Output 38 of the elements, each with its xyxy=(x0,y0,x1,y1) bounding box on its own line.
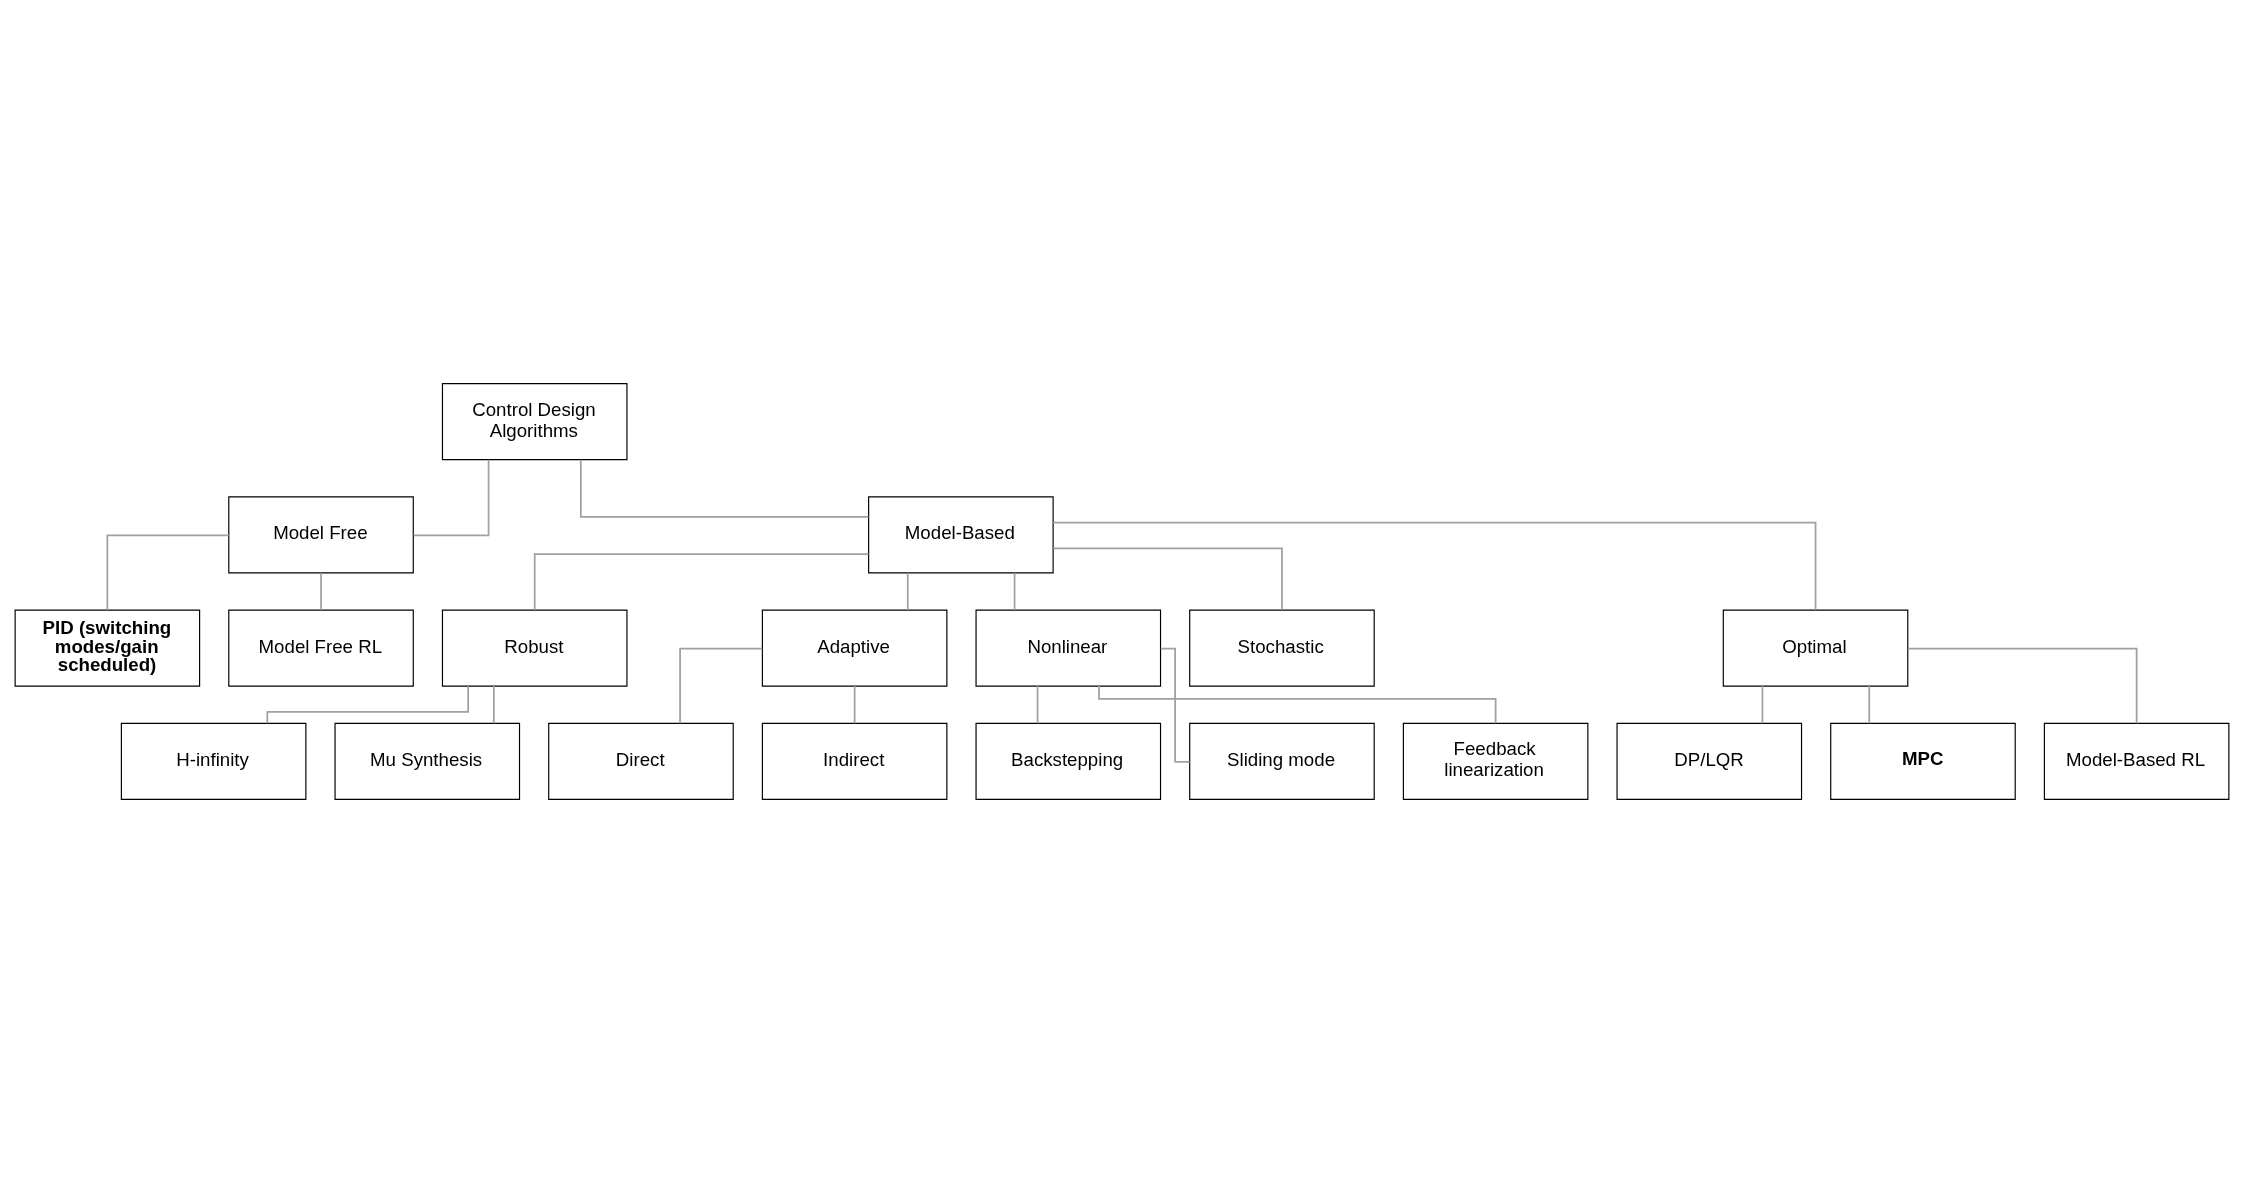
connector xyxy=(1052,546,1283,611)
node-box: PID (switching modes/gain scheduled) xyxy=(14,609,201,687)
node-box: Model Free xyxy=(228,495,414,573)
connector xyxy=(579,458,870,518)
connector xyxy=(533,552,870,611)
node-box: H-infinity xyxy=(120,722,307,800)
node-box: Optimal xyxy=(1722,609,1909,687)
node-box: MPC xyxy=(1830,722,2016,800)
node-box: Model Free RL xyxy=(228,609,414,687)
node-box: Indirect xyxy=(761,722,948,800)
connector xyxy=(1868,684,1871,724)
connector xyxy=(1159,647,1191,763)
node-box: Adaptive xyxy=(761,609,948,687)
connector xyxy=(1907,647,2138,724)
connector xyxy=(1036,684,1039,724)
connector xyxy=(1052,521,1817,611)
node-box: Robust xyxy=(441,609,628,687)
node-box: Control Design Algorithms xyxy=(441,382,628,460)
node-box: Mu Synthesis xyxy=(334,722,521,800)
node-box: Sliding mode xyxy=(1189,722,1375,800)
connector xyxy=(266,684,470,724)
node-box: Stochastic xyxy=(1189,609,1375,687)
connector xyxy=(1013,571,1016,611)
connector xyxy=(492,684,495,724)
node-box: Backstepping xyxy=(975,722,1162,800)
connector xyxy=(412,458,490,536)
connector xyxy=(679,647,764,724)
connector xyxy=(320,571,322,611)
connector xyxy=(106,534,230,611)
node-box: Nonlinear xyxy=(975,609,1162,687)
node-box: DP/LQR xyxy=(1616,722,1803,800)
connector xyxy=(853,684,856,724)
connector xyxy=(1761,684,1764,724)
node-box: Feedback linearization xyxy=(1402,722,1589,800)
node-box: Model-Based xyxy=(868,495,1054,573)
node-box: Model-Based RL xyxy=(2043,722,2230,800)
node-box: Direct xyxy=(548,722,734,800)
connector xyxy=(906,571,909,611)
